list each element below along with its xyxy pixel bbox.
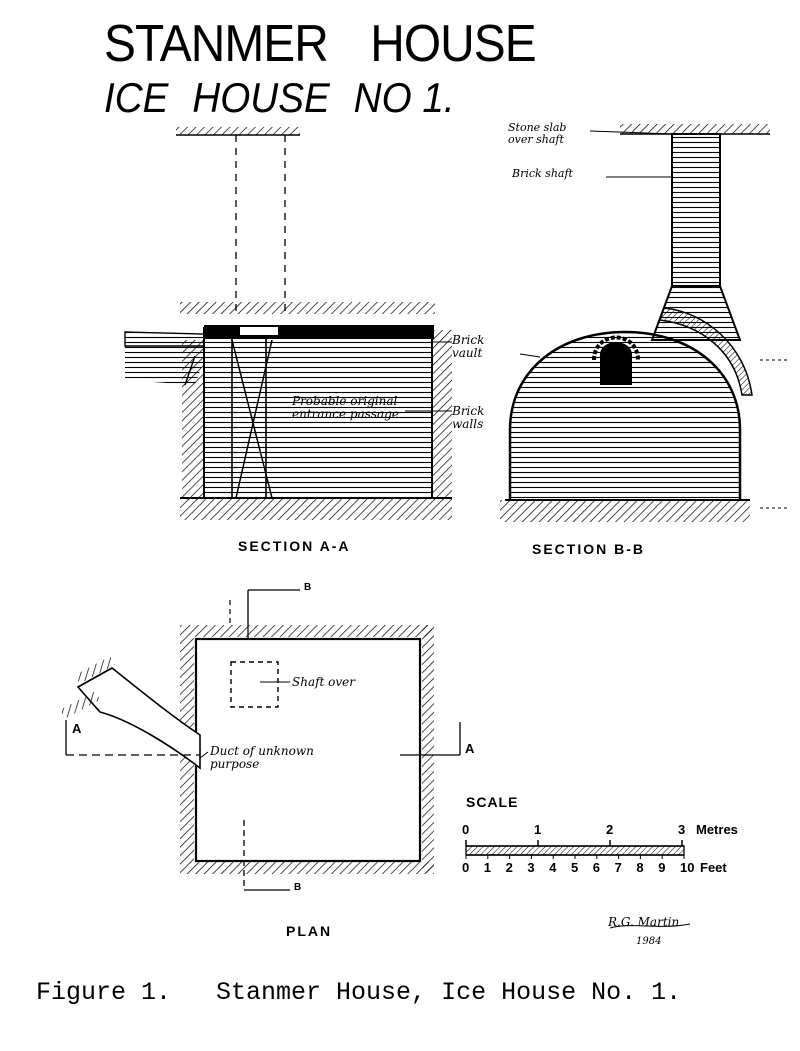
scale-metres-unit: Metres bbox=[696, 822, 738, 837]
figure-caption: Figure 1. Stanmer House, Ice House No. 1… bbox=[36, 978, 682, 1007]
section-marker-a-left: A bbox=[72, 721, 82, 736]
floor-hatch-aa bbox=[180, 498, 452, 520]
scale-metre-tick-label: 2 bbox=[606, 822, 614, 837]
scale-feet-tick-label: 4 bbox=[549, 860, 557, 875]
floor-hatch-bb bbox=[500, 500, 750, 522]
section-aa-title: SECTION A-A bbox=[238, 538, 351, 554]
ground-hatch-bb-top bbox=[620, 124, 770, 134]
scale-feet-unit: Feet bbox=[700, 860, 727, 875]
plan-title: PLAN bbox=[286, 923, 333, 939]
label-entrance-passage: Probable original entrance passage bbox=[292, 394, 399, 422]
signature-underline bbox=[609, 923, 691, 929]
arched-opening bbox=[600, 342, 632, 385]
label-stone-slab: Stone slab over shaft bbox=[508, 121, 567, 147]
scale-feet-tick-label: 3 bbox=[527, 860, 535, 875]
plan-drawing bbox=[59, 589, 461, 891]
scale-feet-tick-label: 6 bbox=[592, 860, 601, 875]
section-bb-title: SECTION B-B bbox=[532, 541, 645, 557]
scale-title: SCALE bbox=[466, 794, 519, 810]
label-brick-vault-aa: Brick vault bbox=[452, 333, 485, 361]
plan-wall-bottom bbox=[180, 862, 434, 874]
section-bb-drawing bbox=[500, 124, 790, 522]
scale-feet-tick-label: 2 bbox=[505, 860, 513, 875]
scale-feet-tick-label: 5 bbox=[571, 860, 579, 875]
scale-feet-tick-label: 0 bbox=[462, 860, 470, 875]
scale-metre-tick-label: 3 bbox=[678, 822, 686, 837]
section-marker-b-bottom: B bbox=[294, 882, 302, 893]
plan-room bbox=[194, 637, 422, 863]
dome-outline bbox=[508, 330, 742, 500]
signature-year: 1984 bbox=[636, 936, 662, 947]
scale-bar bbox=[465, 840, 685, 859]
scale-feet-tick-label: 8 bbox=[636, 860, 644, 875]
label-brick-shaft: Brick shaft bbox=[512, 167, 573, 180]
section-marker-b-top: B bbox=[304, 582, 312, 593]
signature-name: R.G. Martin bbox=[608, 915, 680, 929]
plan-wall-top bbox=[180, 625, 432, 637]
scale-metre-tick-label: 0 bbox=[462, 822, 470, 837]
section-marker-a-right: A bbox=[465, 741, 475, 756]
ground-hatch-top bbox=[176, 127, 300, 135]
duct bbox=[76, 667, 201, 770]
section-aa-drawing bbox=[124, 127, 452, 520]
label-duct: Duct of unknown purpose bbox=[210, 744, 314, 772]
label-brick-walls-aa: Brick walls bbox=[452, 404, 485, 432]
brick-shaft bbox=[671, 133, 721, 287]
wall-hatch-left-aa bbox=[182, 340, 204, 500]
vault-slab-aa bbox=[204, 325, 434, 339]
scale-metre-tick-label: 1 bbox=[534, 822, 542, 837]
plan-wall-right bbox=[422, 625, 434, 873]
wall-hatch-right-aa bbox=[432, 330, 452, 500]
ground-hatch-aa bbox=[180, 302, 435, 314]
scale-feet-tick-label: 1 bbox=[483, 860, 492, 875]
scale-feet-tick-label: 9 bbox=[658, 860, 666, 875]
scale-feet-tick-label: 10 bbox=[680, 860, 695, 875]
label-shaft-over: Shaft over bbox=[292, 675, 356, 689]
scale-feet-tick-label: 7 bbox=[614, 860, 622, 875]
